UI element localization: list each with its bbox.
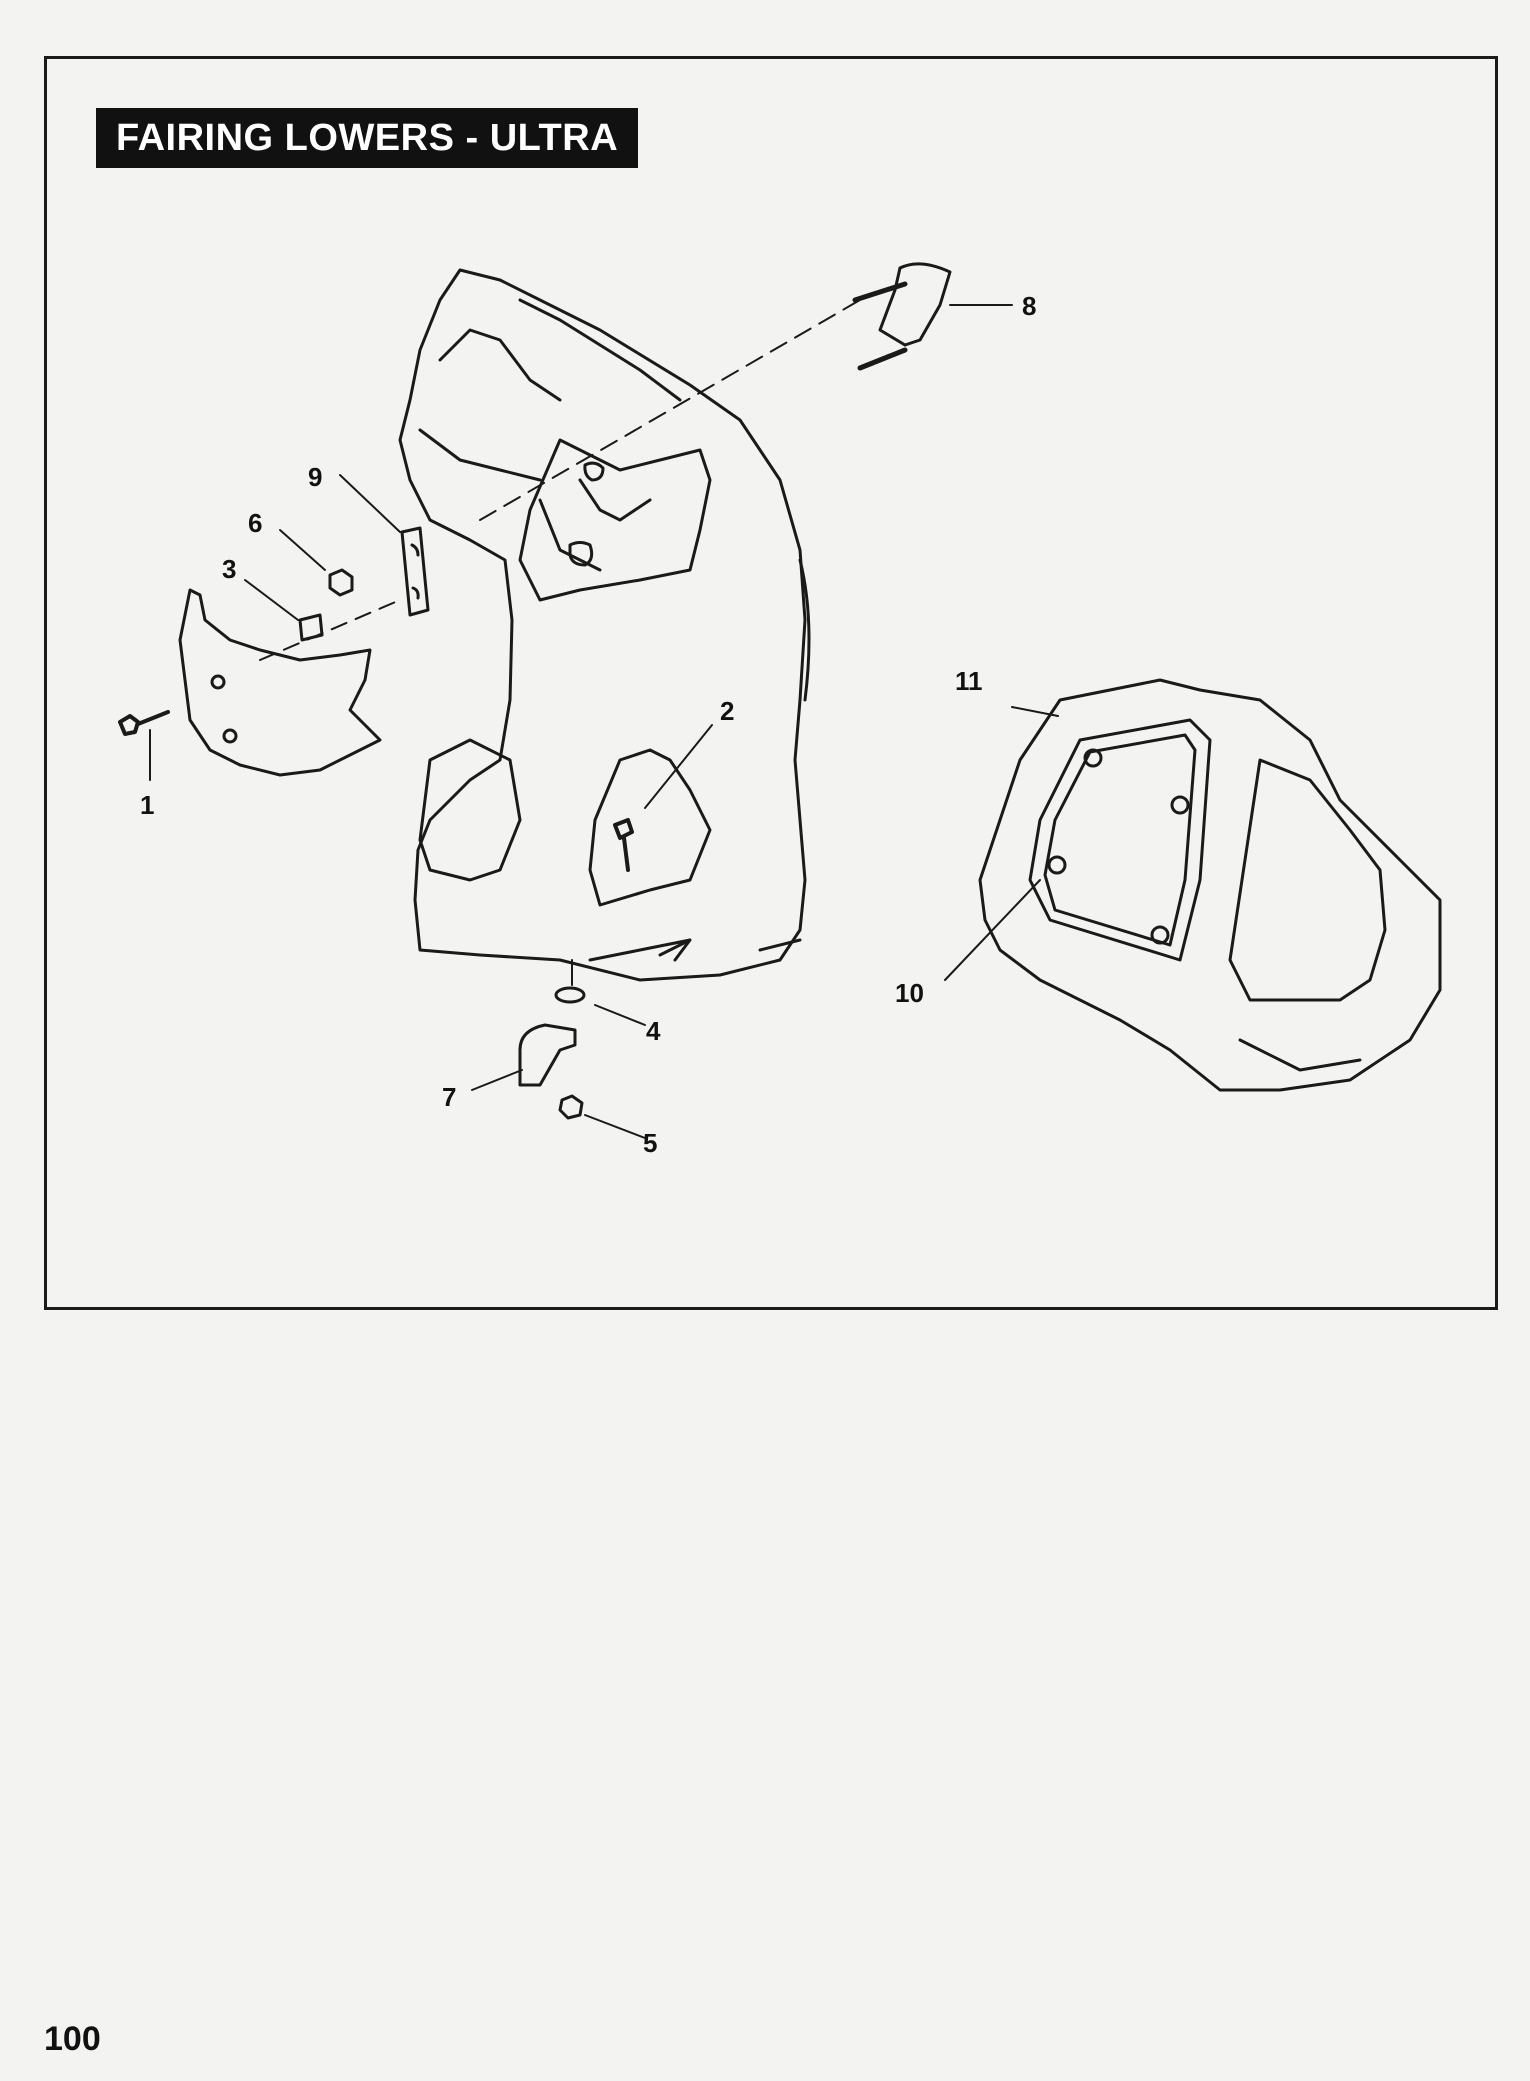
cable-clamp: [518, 1023, 577, 1087]
screw: [118, 710, 170, 736]
page-title: FAIRING LOWERS - ULTRA: [96, 108, 639, 168]
callout-number: 8: [1022, 291, 1036, 321]
diagram-frame: [44, 56, 1498, 1310]
nut: [328, 568, 354, 597]
screw: [613, 818, 634, 872]
callout-number: 7: [442, 1082, 456, 1112]
side-cover: [178, 588, 382, 777]
callout-number: 5: [643, 1128, 657, 1158]
mounting-bracket: [400, 526, 430, 617]
page-number: 100: [44, 2020, 101, 2058]
callout-number: 9: [308, 462, 322, 492]
glove-box: [978, 678, 1442, 1092]
nut: [558, 1094, 584, 1120]
callout-number: 3: [222, 554, 236, 584]
callout-number: 11: [955, 666, 983, 696]
washer: [554, 986, 586, 1004]
callout-number: 2: [720, 696, 734, 726]
callout-number: 6: [248, 508, 262, 538]
callout-number: 1: [140, 790, 154, 820]
fairing-lower-body: [398, 268, 807, 982]
spacer: [298, 613, 324, 642]
callout-number: 4: [646, 1016, 661, 1046]
callout-number: 10: [895, 978, 924, 1008]
u-bolt-clamp: [852, 262, 952, 371]
